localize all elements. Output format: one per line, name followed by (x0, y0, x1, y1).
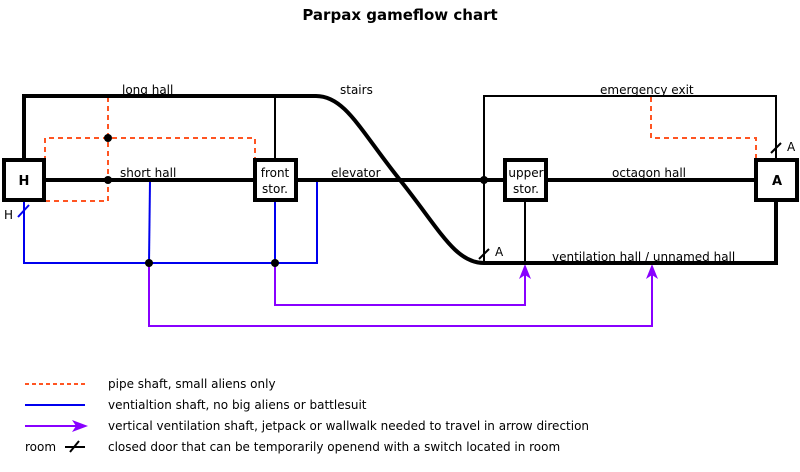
junctions (104, 134, 488, 267)
room-A-label: A (772, 174, 782, 189)
door-A-bottom-icon (478, 248, 490, 260)
label-short-hall: short hall (120, 166, 176, 180)
room-H-label: H (19, 174, 30, 189)
door-A-top-icon (770, 142, 782, 154)
door-H-icon (17, 204, 30, 218)
corridor-ventilation-hall (484, 202, 778, 265)
door-H-label: H (4, 208, 13, 222)
label-ventilation-hall: ventilation hall / unnamed hall (552, 250, 735, 264)
pipe-shaft-right (650, 97, 757, 158)
legend-arrow-head (72, 420, 88, 432)
room-upper-stor-label-1: upper (508, 166, 543, 180)
junction-dot (104, 176, 112, 184)
junction-dot (271, 259, 279, 267)
label-octagon-hall: octagon hall (612, 166, 686, 180)
vent-shaft-main (23, 181, 318, 264)
room-front-stor-label-1: front (261, 166, 290, 180)
arrow-head-upper-stor (519, 264, 531, 279)
junction-dot (480, 176, 488, 184)
arrow-head-vent-hall (646, 264, 658, 279)
vent-shaft-short-hall (148, 180, 151, 264)
junction-dot (104, 134, 112, 142)
label-elevator: elevator (331, 166, 381, 180)
legend (25, 383, 88, 453)
label-emergency-exit: emergency exit (600, 83, 694, 97)
room-front-stor-label-2: stor. (262, 182, 288, 196)
room-upper-stor-label-2: stor. (513, 182, 539, 196)
label-long-hall: long hall (122, 83, 173, 97)
room-front-stor[interactable]: front stor. (253, 158, 298, 202)
main-corridors (22, 94, 778, 265)
legend-vent-shaft-text: ventialtion shaft, no big aliens or batt… (108, 398, 367, 412)
legend-room-prefix: room (25, 440, 57, 454)
legend-vertical-shaft-text: vertical ventilation shaft, jetpack or w… (108, 419, 590, 433)
room-upper-stor[interactable]: upper stor. (503, 158, 548, 202)
junction-dot (145, 259, 153, 267)
vertical-shafts (148, 263, 653, 327)
legend-door-icon (69, 440, 80, 453)
door-A-top-label: A (787, 140, 796, 154)
legend-pipe-shaft-text: pipe shaft, small aliens only (108, 377, 276, 391)
vertical-shaft-vent-hall (148, 263, 653, 327)
ventilation-shafts (23, 180, 318, 264)
chart-title: Parpax gameflow chart (302, 6, 498, 24)
legend-door-text: closed door that can be temporarily open… (108, 440, 561, 454)
vertical-shaft-upper (274, 263, 526, 306)
pipe-shafts (44, 97, 757, 202)
label-stairs: stairs (340, 83, 373, 97)
room-A[interactable]: A (754, 158, 799, 202)
corridor-long-hall (22, 94, 316, 158)
door-A-bottom-label: A (495, 245, 504, 259)
room-H[interactable]: H (2, 158, 46, 202)
